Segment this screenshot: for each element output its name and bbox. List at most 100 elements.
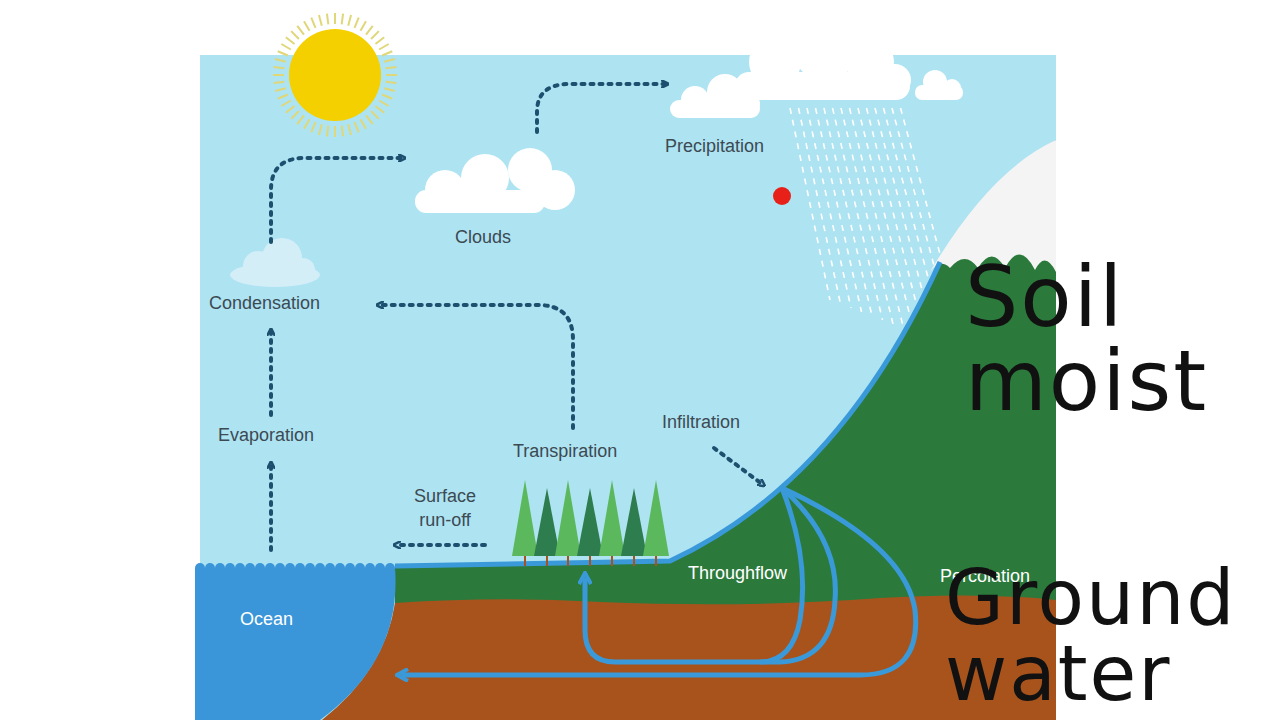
sun-ray <box>375 37 384 44</box>
sun-ray <box>319 124 322 135</box>
process-label: Surface run-off <box>400 484 490 533</box>
sun-ray <box>348 124 351 135</box>
sun-ray <box>297 115 304 124</box>
wave <box>235 563 245 573</box>
sun-ray <box>281 101 291 107</box>
sun-ray <box>366 115 373 124</box>
sun-ray <box>386 67 397 68</box>
ocean <box>195 568 396 720</box>
wave <box>365 563 375 573</box>
tree-trunk <box>567 555 569 566</box>
sun-ray <box>278 51 288 55</box>
tree-trunk <box>655 555 657 566</box>
sun <box>273 13 397 137</box>
sun-ray <box>319 15 322 26</box>
sun-ray <box>304 21 310 31</box>
wave <box>205 563 215 573</box>
tree <box>643 480 669 556</box>
wave <box>215 563 225 573</box>
wave <box>375 563 385 573</box>
sun-ray <box>382 95 392 99</box>
sun-ray <box>386 74 397 76</box>
sun-ray <box>286 106 295 113</box>
sun-ray <box>379 44 389 50</box>
sun-ray <box>291 111 299 119</box>
wave <box>245 563 255 573</box>
wave <box>285 563 295 573</box>
trees <box>512 480 669 566</box>
sun-ray <box>361 119 367 129</box>
sun-ray <box>386 82 397 83</box>
pointer-dot <box>773 187 791 205</box>
land <box>395 140 1056 605</box>
waves <box>195 563 395 573</box>
process-label: Infiltration <box>662 410 767 434</box>
sun-ray <box>297 26 304 35</box>
handwritten-note: Soil moist <box>965 255 1265 423</box>
rain-streak <box>858 108 914 332</box>
sun-ray <box>334 13 336 24</box>
wave <box>255 563 265 573</box>
wave <box>345 563 355 573</box>
wave <box>275 563 285 573</box>
sun-ray <box>348 15 351 26</box>
wave <box>315 563 325 573</box>
sun-ray <box>361 21 367 31</box>
rain-streak <box>799 108 841 304</box>
sun-ray <box>273 74 284 76</box>
tree-trunk <box>589 555 591 566</box>
tree <box>577 488 603 556</box>
condensation-cloud <box>230 238 320 287</box>
sun-ray <box>281 44 291 50</box>
sun-ray <box>275 59 286 62</box>
sun-ray <box>379 101 389 107</box>
sun-ray <box>286 37 295 44</box>
snow-cap <box>930 140 1056 272</box>
process-label: Evaporation <box>218 423 338 447</box>
sun-ray <box>327 14 328 25</box>
tree <box>621 488 647 556</box>
sun-ray <box>311 122 315 132</box>
sun-ray <box>278 95 288 99</box>
wave <box>195 563 205 573</box>
rain-streak <box>807 108 851 308</box>
tree <box>555 480 581 556</box>
tree-trunk <box>611 555 613 566</box>
wave <box>325 563 335 573</box>
process-label: Throughflow <box>688 561 813 585</box>
sun-ray <box>355 122 359 132</box>
sun-ray <box>311 18 315 28</box>
process-label: Transpiration <box>513 439 648 463</box>
sun-ray <box>274 67 285 68</box>
wave <box>355 563 365 573</box>
sun-ray <box>334 126 336 137</box>
process-label: Clouds <box>455 225 530 249</box>
tree <box>599 480 625 556</box>
wave <box>295 563 305 573</box>
sun-ray <box>275 88 286 91</box>
process-label: Precipitation <box>665 134 790 158</box>
tree <box>512 480 538 556</box>
sun-ray <box>342 14 343 25</box>
wave <box>385 563 395 573</box>
sun-ray <box>291 31 299 39</box>
sun-ray <box>342 126 343 137</box>
sun-ray <box>371 31 379 39</box>
sun-ray <box>327 126 328 137</box>
sun-ray <box>274 82 285 83</box>
tree-trunk <box>546 555 548 566</box>
rain-streak <box>824 108 872 316</box>
sun-ray <box>304 119 310 129</box>
rain-streak <box>790 108 830 300</box>
sun-ray <box>371 111 379 119</box>
wave <box>305 563 315 573</box>
wave <box>225 563 235 573</box>
sun-ray <box>384 59 395 62</box>
tree-trunk <box>524 555 526 566</box>
rain-streak <box>816 108 862 312</box>
wave <box>265 563 275 573</box>
sun-ray <box>355 18 359 28</box>
tree <box>534 488 560 556</box>
sun-ray <box>382 51 392 55</box>
wave <box>335 563 345 573</box>
